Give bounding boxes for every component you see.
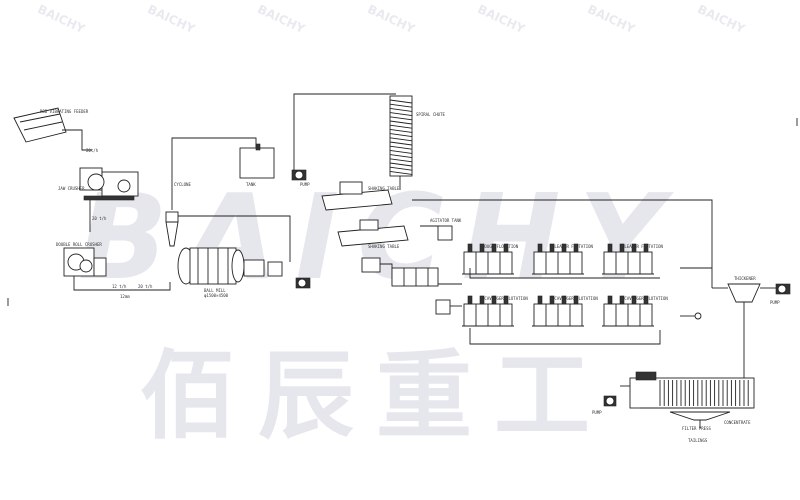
slurry-pump: [295, 277, 311, 289]
float-label: SCAVENGER FLOTATION: [552, 296, 598, 301]
float-label: CLEANER FLOTATION: [622, 244, 664, 249]
pump-label: PUMP: [592, 410, 602, 415]
shaking-table-1: SHAKING TABLE: [321, 181, 400, 211]
spiral-turn: [389, 128, 413, 133]
flow-line: [412, 199, 713, 288]
flow-line: [171, 137, 257, 210]
spiral-turn: [389, 116, 413, 121]
spiral-turn: [389, 107, 413, 112]
shaking-label: SHAKING TABLE: [368, 244, 400, 249]
thickener-label: THICKENER: [734, 276, 756, 281]
spiral-turn: [389, 112, 413, 117]
flow-line: [178, 215, 291, 262]
flow-line: [62, 129, 92, 151]
flotation-cell: [462, 295, 514, 327]
float-label: CLEANER FLOTATION: [552, 244, 594, 249]
ball-mill: BALL MILL φ1500×4500: [177, 247, 283, 298]
conc-label: CONCENTRATE: [724, 420, 751, 425]
flow-label: 20t/h: [86, 148, 99, 153]
mill-label: BALL MILL: [204, 288, 226, 293]
thickener: THICKENER: [727, 276, 761, 303]
pump-1: PUMP: [291, 169, 310, 187]
flow-label: 20 t/h: [92, 216, 107, 221]
spiral-turn: [389, 137, 413, 142]
double-roll-crusher: DOUBLE ROLL CRUSHER: [56, 242, 107, 277]
tank-label: TANK: [246, 182, 256, 187]
mixer-label: AGITATOR TANK: [430, 218, 462, 223]
float-label: ROUGH FLOTATION: [482, 244, 519, 249]
flow-line: [293, 93, 396, 170]
vibrating-feeder: ROD VIBRATING FEEDER: [13, 107, 89, 143]
pump-label: PUMP: [770, 300, 780, 305]
press-label: FILTER PRESS: [682, 426, 711, 431]
spiral-turn: [389, 103, 413, 108]
spiral-turn: [389, 149, 413, 154]
mixing-tank: TANK: [239, 143, 275, 187]
watermark-brand-cn: 佰辰重工: [140, 340, 612, 452]
pump-box: [435, 299, 451, 315]
agitator-tank: AGITATOR TANK: [361, 218, 462, 273]
pump-2: PUMP: [770, 283, 791, 305]
flotation-cell: [462, 243, 514, 275]
spiral-turn: [389, 166, 413, 171]
pump-3: PUMP: [592, 395, 617, 415]
float-label: SCAVENGER FLOTATION: [482, 296, 528, 301]
filter-press: FILTER PRESS: [629, 371, 755, 431]
spiral-turn: [389, 162, 413, 167]
hydrocyclone: [165, 211, 179, 247]
spiral-label: SPIRAL CHUTE: [416, 112, 445, 117]
jaw-label: JAW CRUSHER: [58, 186, 85, 191]
spiral-turn: [389, 99, 413, 104]
flotation-cell: [602, 295, 654, 327]
spiral-turn: [389, 145, 413, 150]
flotation-cell: [602, 243, 654, 275]
spiral-turn: [389, 133, 413, 138]
flow-line: [73, 276, 171, 291]
flotation-cell: [532, 243, 584, 275]
flow-label: 12 t/h: [112, 284, 127, 289]
flotation-cell: [532, 295, 584, 327]
spiral-turn: [389, 120, 413, 125]
spiral-turn: [389, 141, 413, 146]
roll-label: DOUBLE ROLL CRUSHER: [56, 242, 102, 247]
conditioning-cells: [391, 267, 439, 287]
float-label: SCAVENGER FLOTATION: [622, 296, 668, 301]
jaw-crusher: JAW CRUSHER: [58, 167, 139, 201]
conveyor-label: 12mm: [120, 294, 130, 299]
tail-label: TAILINGS: [688, 438, 708, 443]
spiral-turn: [389, 158, 413, 163]
flow-label: 20 t/h: [138, 284, 153, 289]
spiral-turn: [389, 170, 413, 175]
spiral-turn: [389, 154, 413, 159]
mill-size: φ1500×4500: [204, 293, 229, 298]
feeder-label: ROD VIBRATING FEEDER: [40, 109, 89, 114]
pump-label: PUMP: [300, 182, 310, 187]
flow-line: [469, 268, 660, 279]
flow-line: [469, 328, 661, 345]
spiral-turn: [389, 124, 413, 129]
valve: [694, 312, 702, 320]
cyclone-label: CYCLONE: [174, 182, 191, 187]
shaking-label: SHAKING TABLE: [368, 186, 400, 191]
shaking-table-2: SHAKING TABLE: [337, 219, 409, 249]
spiral-chute: SPIRAL CHUTE: [389, 95, 445, 177]
